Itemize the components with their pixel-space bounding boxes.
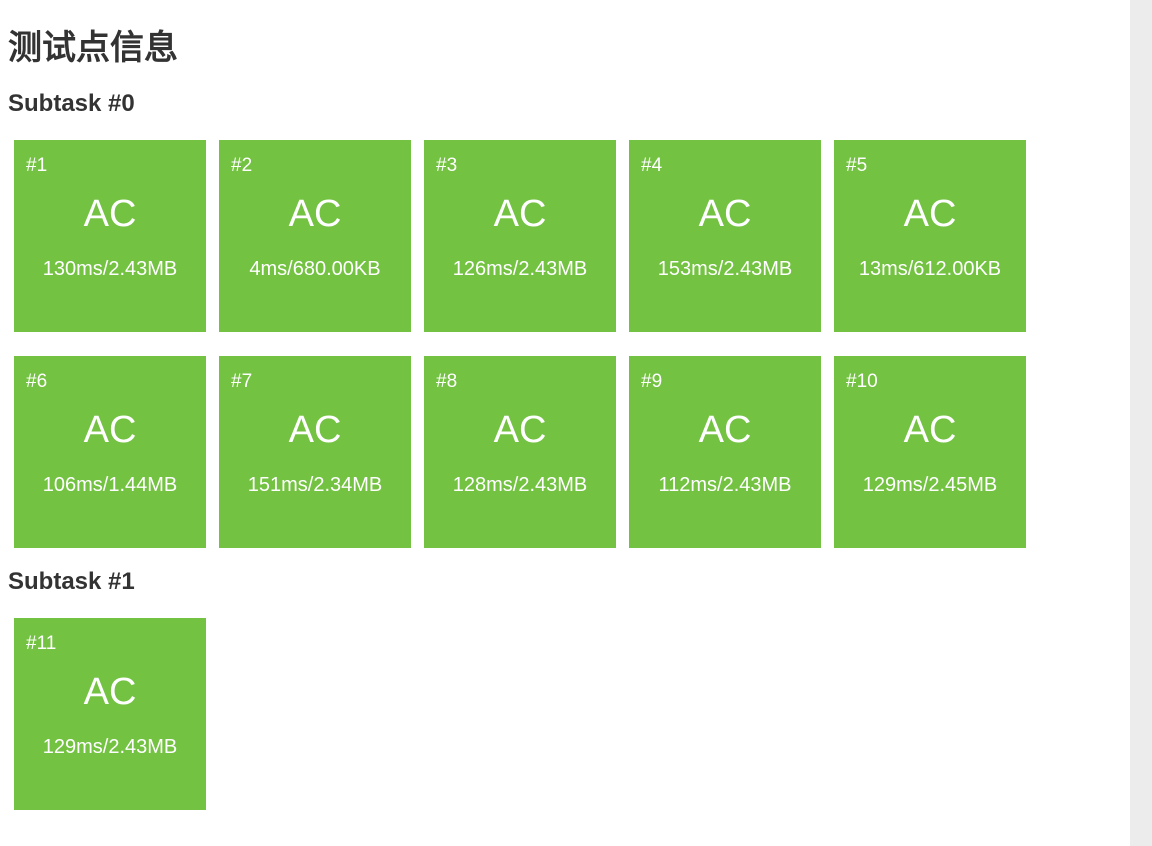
testcase-stats: 13ms/612.00KB — [858, 258, 1002, 280]
page-title: 测试点信息 — [8, 28, 178, 68]
testcase-number: #11 — [26, 633, 57, 654]
testcase-stats: 130ms/2.43MB — [42, 258, 178, 280]
testcase-number: #6 — [26, 371, 48, 392]
subtask-title: Subtask #1 — [8, 568, 135, 595]
testcase-card[interactable]: #9 AC 112ms/2.43MB — [629, 356, 821, 548]
testcase-stats: 153ms/2.43MB — [657, 258, 793, 280]
testcase-grid: #11 AC 129ms/2.43MB — [14, 618, 1034, 834]
testcase-card[interactable]: #6 AC 106ms/1.44MB — [14, 356, 206, 548]
testcase-stats: 129ms/2.45MB — [862, 474, 998, 496]
testcase-status: AC — [903, 193, 957, 235]
testcase-number: #5 — [846, 155, 868, 176]
testcase-status: AC — [493, 193, 547, 235]
testcase-number: #8 — [436, 371, 458, 392]
testcase-status: AC — [83, 193, 137, 235]
testcase-card[interactable]: #1 AC 130ms/2.43MB — [14, 140, 206, 332]
testcase-row: #1 AC 130ms/2.43MB #2 AC 4ms/680.00KB #3… — [14, 140, 1034, 332]
testcase-number: #4 — [641, 155, 663, 176]
testcase-card[interactable]: #4 AC 153ms/2.43MB — [629, 140, 821, 332]
testcase-number: #1 — [26, 155, 48, 176]
testcase-stats: 112ms/2.43MB — [658, 474, 792, 496]
testcase-number: #7 — [231, 371, 253, 392]
testcase-status: AC — [903, 409, 957, 451]
testcase-number: #3 — [436, 155, 458, 176]
testcase-status: AC — [83, 671, 137, 713]
testcase-status: AC — [698, 409, 752, 451]
testcase-stats: 129ms/2.43MB — [42, 736, 178, 758]
testcase-row: #11 AC 129ms/2.43MB — [14, 618, 1034, 810]
testcase-stats: 151ms/2.34MB — [247, 474, 383, 496]
testcase-stats: 4ms/680.00KB — [249, 258, 381, 280]
testcase-stats: 106ms/1.44MB — [42, 474, 178, 496]
testcase-card[interactable]: #3 AC 126ms/2.43MB — [424, 140, 616, 332]
testcase-status: AC — [288, 409, 342, 451]
vertical-scrollbar[interactable] — [1130, 0, 1152, 846]
testcase-card[interactable]: #10 AC 129ms/2.45MB — [834, 356, 1026, 548]
testcase-status: AC — [493, 409, 547, 451]
testcase-number: #10 — [846, 371, 878, 392]
testcase-number: #9 — [641, 371, 663, 392]
testcase-card[interactable]: #7 AC 151ms/2.34MB — [219, 356, 411, 548]
testcase-status: AC — [83, 409, 137, 451]
testcase-card[interactable]: #11 AC 129ms/2.43MB — [14, 618, 206, 810]
testcase-row: #6 AC 106ms/1.44MB #7 AC 151ms/2.34MB #8… — [14, 356, 1034, 548]
testcase-grid: #1 AC 130ms/2.43MB #2 AC 4ms/680.00KB #3… — [14, 140, 1034, 572]
testcase-stats: 126ms/2.43MB — [452, 258, 588, 280]
testcase-card[interactable]: #8 AC 128ms/2.43MB — [424, 356, 616, 548]
testcase-status: AC — [288, 193, 342, 235]
testcase-stats: 128ms/2.43MB — [452, 474, 588, 496]
testcase-card[interactable]: #5 AC 13ms/612.00KB — [834, 140, 1026, 332]
testcase-card[interactable]: #2 AC 4ms/680.00KB — [219, 140, 411, 332]
subtask-title: Subtask #0 — [8, 90, 135, 117]
testcase-number: #2 — [231, 155, 253, 176]
testcase-status: AC — [698, 193, 752, 235]
